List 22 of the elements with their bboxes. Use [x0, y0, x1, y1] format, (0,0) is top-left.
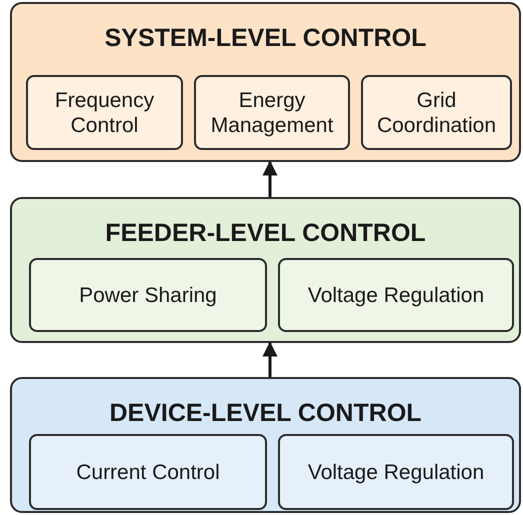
function-label: Current Control [76, 460, 220, 484]
arrow [262, 160, 278, 197]
function-box [29, 258, 267, 332]
function-label: Voltage Regulation [308, 282, 484, 308]
function-label: Voltage Regulation [308, 460, 484, 484]
level-panel [10, 2, 521, 162]
function-label: Energy Management [210, 88, 334, 138]
function-box [361, 75, 512, 150]
function-label: Power Sharing [79, 282, 217, 308]
arrow [262, 342, 278, 377]
function-box [26, 75, 183, 150]
function-box [194, 75, 350, 150]
function-box [278, 434, 514, 510]
panel-title: DEVICE-LEVEL CONTROL [108, 401, 423, 426]
function-box [29, 434, 267, 510]
function-label: Grid Coordination [376, 88, 498, 138]
level-panel [10, 197, 521, 343]
function-label: Frequency Control [54, 88, 156, 138]
panel-title: FEEDER-LEVEL CONTROL [104, 221, 427, 246]
panel-title: SYSTEM-LEVEL CONTROL [104, 26, 428, 51]
level-panel [10, 377, 521, 513]
function-box [278, 258, 514, 332]
